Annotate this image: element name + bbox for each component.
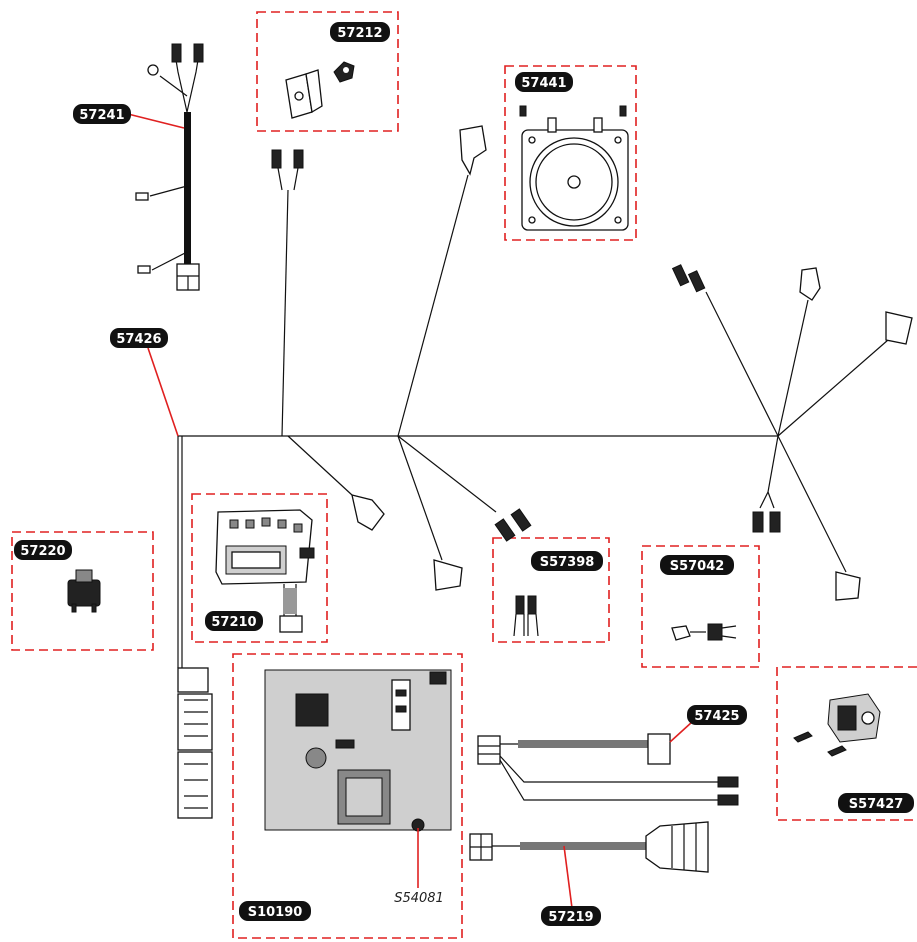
svg-text:57210: 57210 [211, 615, 256, 630]
frame-57220 [11, 531, 154, 651]
svg-text:S10190: S10190 [248, 905, 303, 920]
tag-s10190: S10190 [239, 901, 311, 921]
tag-s57042: S57042 [660, 555, 734, 575]
svg-text:S57042: S57042 [670, 559, 725, 574]
frame-s57042 [641, 545, 760, 668]
leader-57241 [127, 113, 185, 129]
frame-57441 [504, 65, 637, 241]
leader-57426 [147, 347, 179, 437]
tag-s57398: S57398 [531, 551, 603, 571]
frame-s57398 [492, 537, 610, 643]
part-s57427-drawing [793, 693, 881, 757]
frame-s57427 [776, 666, 917, 821]
tag-57425: 57425 [687, 705, 747, 725]
bracket-57212-drawing [285, 61, 355, 119]
tag-s57427: S57427 [838, 793, 914, 813]
svg-text:57219: 57219 [548, 910, 593, 925]
switch-57220-drawing [67, 569, 101, 613]
part-s57398-drawing [513, 595, 539, 637]
tag-57220: 57220 [14, 540, 72, 560]
svg-text:57425: 57425 [694, 709, 739, 724]
svg-text:S57398: S57398 [540, 555, 595, 570]
part-s57042-drawing [671, 623, 737, 641]
tag-57441: 57441 [515, 72, 573, 92]
tag-57219: 57219 [541, 906, 601, 926]
tag-57426: 57426 [110, 328, 168, 348]
svg-text:S57427: S57427 [849, 797, 904, 812]
frame-57210 [191, 493, 328, 643]
harness-57241-drawing [135, 43, 204, 291]
svg-text:57220: 57220 [20, 544, 65, 559]
leader-57219 [563, 845, 573, 909]
label-s54081: S54081 [394, 891, 444, 906]
main-wiring-harness [177, 125, 913, 819]
svg-text:57441: 57441 [521, 76, 566, 91]
tag-57212: 57212 [330, 22, 390, 42]
svg-text:57241: 57241 [79, 108, 124, 123]
frame-57212 [256, 11, 399, 132]
svg-text:57212: 57212 [337, 26, 382, 41]
leader-57425 [669, 721, 693, 743]
svg-text:57426: 57426 [116, 332, 161, 347]
harness-57425-drawing [477, 733, 739, 806]
harness-57219-drawing [469, 821, 709, 873]
pressure-switch-57441-drawing [519, 105, 629, 231]
display-board-57210-drawing [215, 509, 315, 633]
frame-s10190 [232, 653, 463, 939]
tag-57210: 57210 [205, 611, 263, 631]
main-pcb-s10190-drawing [264, 669, 452, 832]
tag-57241: 57241 [73, 104, 131, 124]
